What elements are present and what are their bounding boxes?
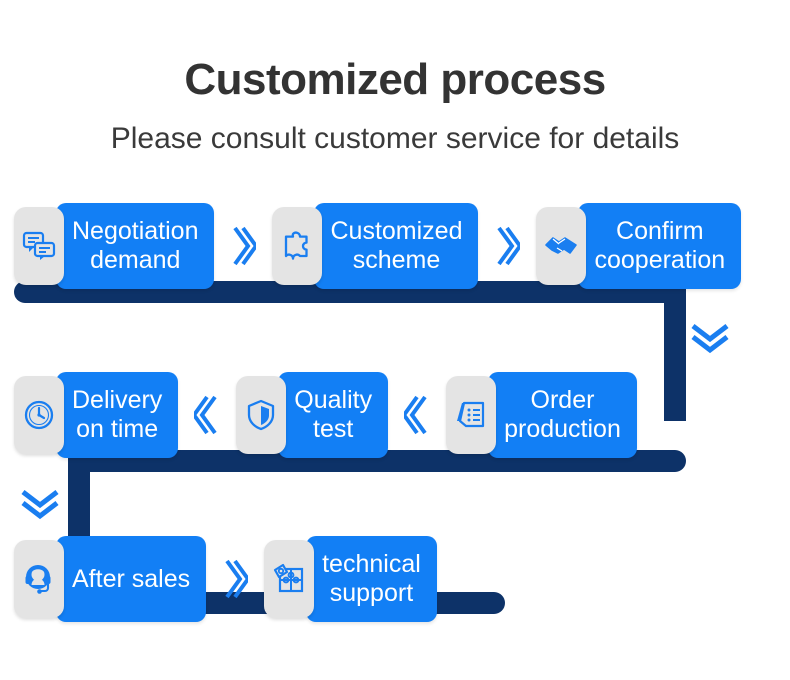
handshake-icon [536, 207, 587, 285]
process-row-2: Delivery on time Quality test [14, 372, 637, 458]
chevron-double-left-icon [388, 394, 446, 436]
step-confirm-cooperation[interactable]: Confirm cooperation [536, 203, 742, 289]
step-label-line2: production [504, 415, 621, 443]
page-title: Customized process [184, 55, 606, 104]
rail-row1-to-row2-vertical [664, 281, 686, 421]
step-label: Confirm cooperation [578, 203, 742, 289]
puzzle-grid-icon [264, 540, 315, 618]
header: Customized process Please consult custom… [0, 0, 790, 154]
step-quality-test[interactable]: Quality test [236, 372, 389, 458]
step-technical-support[interactable]: technical support [264, 536, 437, 622]
step-label-line1: Confirm [616, 217, 704, 245]
page-subtitle: Please consult customer service for deta… [110, 122, 680, 155]
process-row-3: After sales [14, 536, 437, 622]
step-label-line2: demand [90, 246, 181, 274]
step-label: technical support [306, 536, 437, 622]
chat-bubbles-icon [14, 207, 64, 285]
chevron-double-right-icon [478, 225, 536, 267]
step-label: Customized scheme [314, 203, 479, 289]
step-label-line2: test [313, 415, 354, 443]
chevron-double-down-icon [690, 322, 730, 361]
puzzle-piece-icon [272, 207, 323, 285]
step-label-line2: on time [76, 415, 159, 443]
chevron-double-right-icon [206, 558, 264, 600]
step-label-line2: scheme [352, 246, 441, 274]
step-label-line1: technical [322, 550, 421, 578]
step-label: After sales [56, 536, 207, 622]
step-label: Delivery on time [56, 372, 179, 458]
clock-icon [14, 376, 64, 454]
step-label-line1: Quality [294, 386, 373, 414]
step-delivery-on-time[interactable]: Delivery on time [14, 372, 179, 458]
step-label-line1: After sales [72, 564, 191, 593]
headset-support-icon [14, 540, 64, 618]
step-label: Quality test [278, 372, 389, 458]
chevron-double-left-icon [178, 394, 236, 436]
step-label-line1: Customized [330, 217, 463, 245]
chevron-double-right-icon [214, 225, 272, 267]
process-row-1: Negotiation demand Customized scheme [14, 203, 742, 289]
step-label-line1: Negotiation [72, 217, 199, 245]
step-label: Order production [488, 372, 637, 458]
step-customized-scheme[interactable]: Customized scheme [272, 203, 479, 289]
step-label: Negotiation demand [56, 203, 215, 289]
order-document-icon [446, 376, 497, 454]
step-label-line2: support [329, 579, 414, 607]
chevron-double-down-icon [20, 488, 60, 527]
step-after-sales[interactable]: After sales [14, 536, 207, 622]
step-order-production[interactable]: Order production [446, 372, 637, 458]
step-label-line1: Order [530, 386, 595, 414]
step-label-line1: Delivery [72, 386, 163, 414]
step-negotiation-demand[interactable]: Negotiation demand [14, 203, 215, 289]
step-label-line2: cooperation [594, 246, 726, 274]
shield-icon [236, 376, 287, 454]
